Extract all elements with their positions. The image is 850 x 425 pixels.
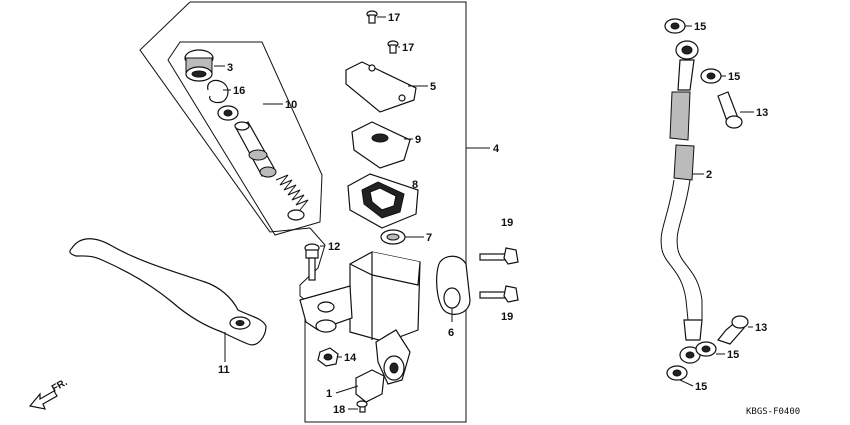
diagram-code: KBGS-F0400 <box>746 407 800 417</box>
leader-lines <box>214 16 754 410</box>
callout-1: 1 <box>326 388 332 400</box>
pivot-bolt <box>304 243 320 281</box>
callout-19-lower: 19 <box>501 311 513 323</box>
callout-15-a: 15 <box>694 21 706 33</box>
sealing-washer-a <box>664 18 686 34</box>
reservoir-cap <box>345 61 417 113</box>
callout-15-c: 15 <box>727 349 739 361</box>
front-label: FR. <box>50 377 70 395</box>
callout-13-upper: 13 <box>756 107 768 119</box>
callout-6: 6 <box>448 327 454 339</box>
assembly-frame <box>139 1 467 423</box>
reservoir-screw-17b <box>387 40 399 54</box>
callout-19-upper: 19 <box>501 217 513 229</box>
callout-10: 10 <box>285 99 297 111</box>
callout-5: 5 <box>430 81 436 93</box>
diaphragm <box>347 173 419 229</box>
callout-15-b: 15 <box>728 71 740 83</box>
brake-light-switch <box>355 369 385 413</box>
callout-18: 18 <box>333 404 345 416</box>
piston <box>234 121 277 178</box>
banjo-bolt-lower <box>716 315 749 345</box>
callout-17-lower: 17 <box>402 42 414 54</box>
piston-kit-frame <box>167 41 323 236</box>
sight-glass <box>380 229 406 245</box>
callout-8: 8 <box>412 179 418 191</box>
reservoir-screw-17a <box>366 10 378 24</box>
brake-hose <box>660 40 703 364</box>
pivot-nut <box>317 347 339 367</box>
callout-4: 4 <box>493 143 500 155</box>
callout-15-d: 15 <box>695 381 707 393</box>
holder-bolt-upper <box>479 247 519 265</box>
master-cylinder-body <box>299 251 421 385</box>
callout-17-upper: 17 <box>388 12 400 24</box>
sealing-washer-c <box>695 341 717 357</box>
return-spring <box>275 174 309 221</box>
circlip <box>207 79 229 104</box>
sealing-washer-b <box>700 68 722 84</box>
callout-12: 12 <box>328 241 340 253</box>
sealing-washer-d <box>666 365 688 381</box>
handlebar-holder <box>436 255 471 315</box>
callout-7: 7 <box>426 232 432 244</box>
callout-14: 14 <box>344 352 357 364</box>
callout-13-lower: 13 <box>755 322 767 334</box>
diaphragm-plate <box>351 121 411 169</box>
callout-3: 3 <box>227 62 233 74</box>
dust-boot <box>184 49 214 82</box>
callout-2: 2 <box>706 169 712 181</box>
callout-9: 9 <box>415 134 421 146</box>
callout-16: 16 <box>233 85 245 97</box>
brake-lever <box>69 238 267 346</box>
washer <box>217 105 239 121</box>
front-direction-arrow: FR. <box>28 377 70 410</box>
callout-11: 11 <box>218 364 230 376</box>
banjo-bolt-upper <box>717 91 743 129</box>
holder-bolt-lower <box>479 285 519 303</box>
